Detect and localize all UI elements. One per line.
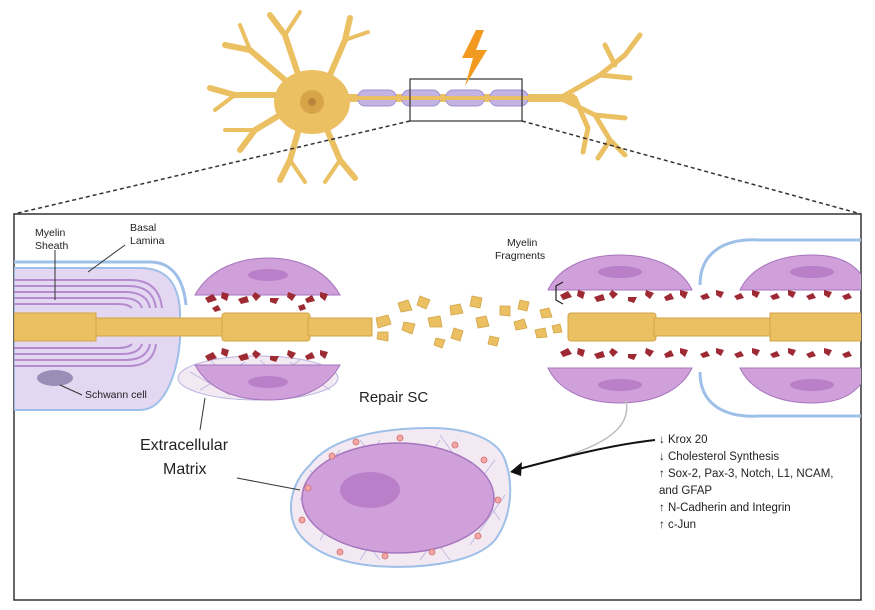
label-basal-lamina-1: Basal <box>130 222 156 234</box>
label-myelin-sheath-1: Myelin <box>35 227 66 239</box>
myelin-fragments-right <box>560 290 852 360</box>
myelin-fragments-left <box>205 292 328 362</box>
neuron-dendrites <box>207 10 370 184</box>
axon-proximal <box>14 312 373 342</box>
label-myelin-fragments-1: Myelin <box>507 237 538 249</box>
change-item: ↓ Krox 20 <box>659 434 708 446</box>
label-schwann-cell: Schwann cell <box>85 389 147 401</box>
repair-sc-cell <box>290 426 512 568</box>
lightning-icon <box>462 30 487 86</box>
change-item: and GFAP <box>659 485 712 497</box>
fragments-bracket <box>555 281 564 305</box>
label-basal-lamina-2: Lamina <box>130 235 165 247</box>
repair-sc-nucleus <box>340 472 400 508</box>
injury-site-box <box>409 78 523 122</box>
leader-lines <box>54 244 301 491</box>
basal-lamina-right <box>698 238 861 286</box>
intact-schwann-cell <box>14 260 188 411</box>
label-extracellular-2: Matrix <box>163 461 207 478</box>
change-item: ↑ N-Cadherin and Integrin <box>659 502 791 514</box>
neuron-axon-terminals <box>557 32 643 161</box>
change-item: ↑ Sox-2, Pax-3, Notch, L1, NCAM, <box>659 468 833 480</box>
repair-sc-body <box>301 442 495 554</box>
axon-distal <box>567 312 861 342</box>
neuron <box>207 10 643 184</box>
transformation-arrow <box>514 439 656 471</box>
label-extracellular-1: Extracellular <box>140 437 229 454</box>
zoom-lines <box>13 120 862 215</box>
schwann-nucleus <box>37 370 73 386</box>
label-repair-sc: Repair SC <box>359 389 428 406</box>
integrin-dots <box>298 434 502 560</box>
change-item: ↓ Cholesterol Synthesis <box>659 451 779 463</box>
label-myelin-fragments-2: Fragments <box>495 250 545 262</box>
axon-debris <box>375 295 563 349</box>
label-myelin-sheath-2: Sheath <box>35 240 68 252</box>
myelin-lamellae <box>14 279 163 367</box>
molecular-changes-list: ↓ Krox 20 ↓ Cholesterol Synthesis ↑ Sox-… <box>659 434 833 531</box>
change-item: ↑ c-Jun <box>659 519 696 531</box>
